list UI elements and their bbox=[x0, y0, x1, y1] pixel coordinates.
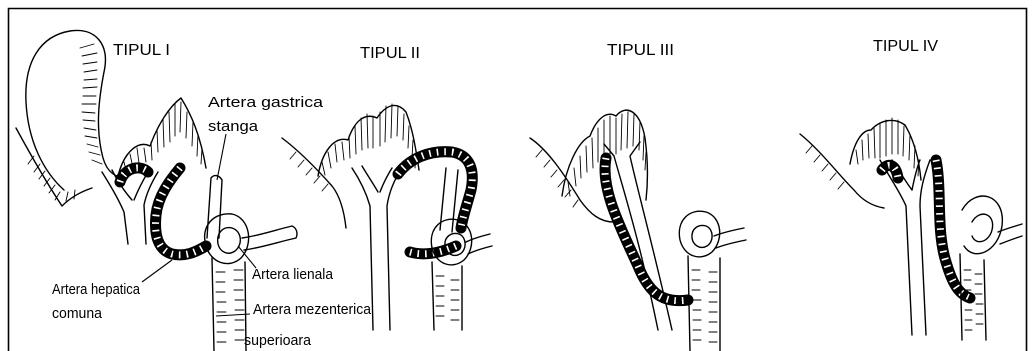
liver-lower-edge bbox=[16, 128, 92, 206]
hepatic-artery-stripes bbox=[398, 152, 472, 228]
portal-vessel-left-inner bbox=[362, 166, 378, 192]
liver-edge-hatching bbox=[806, 146, 844, 189]
portal-vessel-right-inner bbox=[380, 168, 392, 192]
left-gastric-artery-tube bbox=[207, 176, 222, 238]
leader-line-hepatica bbox=[142, 260, 172, 282]
type-3-title: TIPUL III bbox=[607, 42, 674, 59]
liver-edge bbox=[800, 134, 884, 208]
celiac-loop-inner bbox=[692, 226, 712, 248]
label-lienala: Artera lienala bbox=[252, 266, 334, 283]
aorta-hatching bbox=[692, 270, 717, 342]
left-gastric-artery-tube bbox=[440, 168, 458, 232]
common-hepatic-artery-band bbox=[156, 168, 206, 255]
liver-edge-hatching bbox=[290, 152, 328, 191]
aorta-hatching bbox=[216, 270, 244, 342]
diagram-type-1: TIPUL I Artera gastrica stanga Artera he… bbox=[16, 30, 372, 351]
portal-vessel-right-inner bbox=[912, 160, 920, 190]
label-hepatica-line2: comuna bbox=[52, 305, 103, 322]
figure-frame bbox=[9, 9, 1027, 351]
type-1-title: TIPUL I bbox=[113, 42, 170, 59]
label-hepatica-line1: Artera hepatica bbox=[52, 281, 141, 298]
aorta-hatching bbox=[436, 276, 459, 320]
celiac-loop-outer bbox=[679, 211, 719, 257]
diagram-type-4: TIPUL IV bbox=[800, 38, 1022, 340]
type-2-title: TIPUL II bbox=[360, 45, 420, 62]
celiac-loop-outer bbox=[962, 196, 1002, 254]
label-mezenterica-line2: superioara bbox=[244, 332, 312, 349]
label-gastrica-line2: stanga bbox=[208, 118, 259, 135]
label-mezenterica-line1: Artera mezenterica bbox=[253, 301, 372, 318]
diagram-type-2: TIPUL II bbox=[282, 45, 492, 330]
portal-vessel-left-wall bbox=[880, 160, 912, 335]
portal-vessel-right-wall bbox=[920, 160, 930, 335]
diagram-type-3: TIPUL III bbox=[530, 42, 746, 351]
leader-line-gastrica bbox=[217, 134, 226, 180]
celiac-loop-inner bbox=[218, 228, 241, 254]
splenic-artery-tube bbox=[242, 226, 297, 250]
celiac-loop-inner bbox=[972, 214, 993, 242]
label-gastrica-line1: Artera gastrica bbox=[208, 94, 324, 111]
type-4-title: TIPUL IV bbox=[873, 38, 938, 55]
portal-vessel-right-wall bbox=[387, 168, 402, 330]
